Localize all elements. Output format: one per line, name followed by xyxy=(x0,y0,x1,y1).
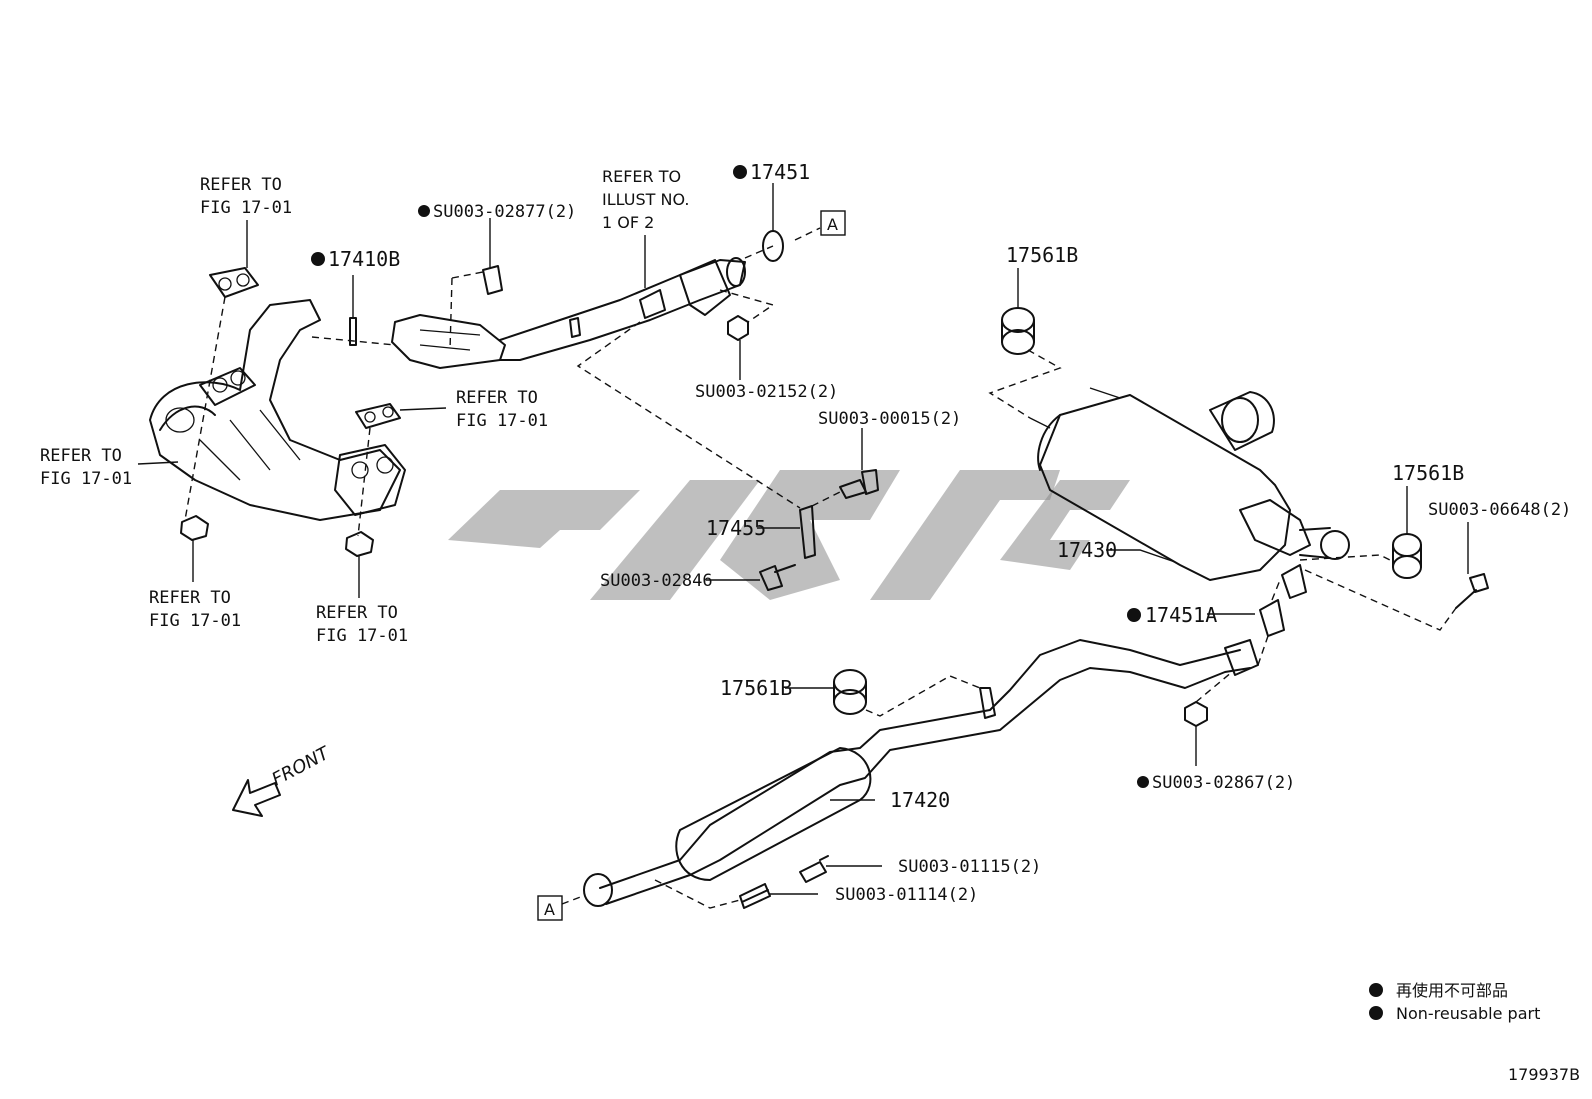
refer-illust-label: REFER TO ILLUST NO. 1 OF 2 xyxy=(602,167,695,232)
part-01115-label: SU003-01115(2) xyxy=(898,857,1041,877)
refer-nut-left-line2: FIG 17-01 xyxy=(149,611,241,631)
watermark-logo xyxy=(448,470,1130,600)
refer-nut-right-line2: FIG 17-01 xyxy=(316,626,408,646)
refer-manifold-left-line2: FIG 17-01 xyxy=(40,469,132,489)
part-02877-label: SU003-02877(2) xyxy=(433,202,576,222)
dashed-guides xyxy=(184,227,1457,909)
refer-illust-line1: REFER TO xyxy=(602,167,681,186)
rear-muffler-17430 xyxy=(1029,387,1350,581)
refer-illust-line3: 1 OF 2 xyxy=(602,213,654,232)
part-00015-label: SU003-00015(2) xyxy=(818,409,961,429)
refer-manifold-top-line1: REFER TO xyxy=(200,175,282,195)
gasket-17410B-shape xyxy=(349,317,357,346)
part-17451-label: 17451 xyxy=(750,160,810,184)
legend-dot-en xyxy=(1369,1006,1383,1020)
part-17561B-mid-label: 17561B xyxy=(720,676,792,700)
legend: 再使用不可部品 Non-reusable part xyxy=(1369,981,1540,1023)
part-02152-label: SU003-02152(2) xyxy=(695,382,838,402)
refer-nut-right-line1: REFER TO xyxy=(316,603,398,623)
nut-02152-shape xyxy=(727,315,749,341)
legend-jp-label: 再使用不可部品 xyxy=(1396,981,1508,1000)
part-17561B-top-label: 17561B xyxy=(1006,243,1078,267)
refer-illust-line2: ILLUST NO. xyxy=(602,190,689,209)
non-reusable-dot-02867 xyxy=(1137,776,1149,788)
bracket-17455-shape xyxy=(759,469,879,591)
legend-en-label: Non-reusable part xyxy=(1396,1004,1540,1023)
refer-nut-right-label: REFER TO FIG 17-01 xyxy=(316,603,408,646)
front-arrow: FRONT xyxy=(232,742,334,817)
bolt-06648-shape xyxy=(1455,573,1489,609)
spring-01114-shape xyxy=(739,883,771,909)
marker-a-top: A xyxy=(820,210,846,236)
part-17455-label: 17455 xyxy=(706,516,766,540)
non-reusable-dot-02877 xyxy=(418,205,430,217)
part-17451A-label: 17451A xyxy=(1145,603,1217,627)
part-02846-label: SU003-02846 xyxy=(600,571,713,591)
refer-manifold-mid-line2: FIG 17-01 xyxy=(456,411,548,431)
figure-id: 179937B xyxy=(1508,1065,1580,1084)
part-17420-label: 17420 xyxy=(890,788,950,812)
center-pipe-17420 xyxy=(583,639,1259,907)
nut-02877-shape xyxy=(482,265,503,295)
refer-manifold-mid-label: REFER TO FIG 17-01 xyxy=(456,388,548,431)
non-reusable-dot-17451A xyxy=(1127,608,1141,622)
refer-manifold-top-line2: FIG 17-01 xyxy=(200,198,292,218)
part-17410B-label: 17410B xyxy=(328,247,400,271)
exhaust-manifold-assembly xyxy=(149,267,406,557)
front-label: FRONT xyxy=(268,742,334,790)
refer-nut-left-line1: REFER TO xyxy=(149,588,231,608)
rubber-mount-mid-shape xyxy=(833,669,867,715)
marker-a-top-label: A xyxy=(827,215,838,234)
bolt-01115-shape xyxy=(799,855,829,883)
part-17430-label: 17430 xyxy=(1057,538,1117,562)
rubber-mount-right-shape xyxy=(1392,533,1422,579)
refer-manifold-left-line1: REFER TO xyxy=(40,446,122,466)
gasket-17451A-shape xyxy=(1259,599,1285,637)
refer-nut-left-label: REFER TO FIG 17-01 xyxy=(149,588,241,631)
gasket-upper-shape xyxy=(1281,564,1307,599)
part-02867-label: SU003-02867(2) xyxy=(1152,773,1295,793)
refer-manifold-left-label: REFER TO FIG 17-01 xyxy=(40,446,132,489)
rubber-mount-top-shape xyxy=(1001,307,1035,355)
nut-02867-shape xyxy=(1184,701,1208,727)
part-06648-label: SU003-06648(2) xyxy=(1428,500,1571,520)
non-reusable-dot-17410B xyxy=(311,252,325,266)
marker-a-bottom: A xyxy=(537,895,563,921)
marker-a-bottom-label: A xyxy=(544,900,555,919)
refer-manifold-top-label: REFER TO FIG 17-01 xyxy=(200,175,292,218)
non-reusable-dot-17451 xyxy=(733,165,747,179)
front-pipe-catalyst xyxy=(391,257,746,369)
leader-lines xyxy=(137,183,1469,895)
refer-manifold-mid-line1: REFER TO xyxy=(456,388,538,408)
part-17561B-right-label: 17561B xyxy=(1392,461,1464,485)
legend-dot-jp xyxy=(1369,983,1383,997)
part-01114-label: SU003-01114(2) xyxy=(835,885,978,905)
